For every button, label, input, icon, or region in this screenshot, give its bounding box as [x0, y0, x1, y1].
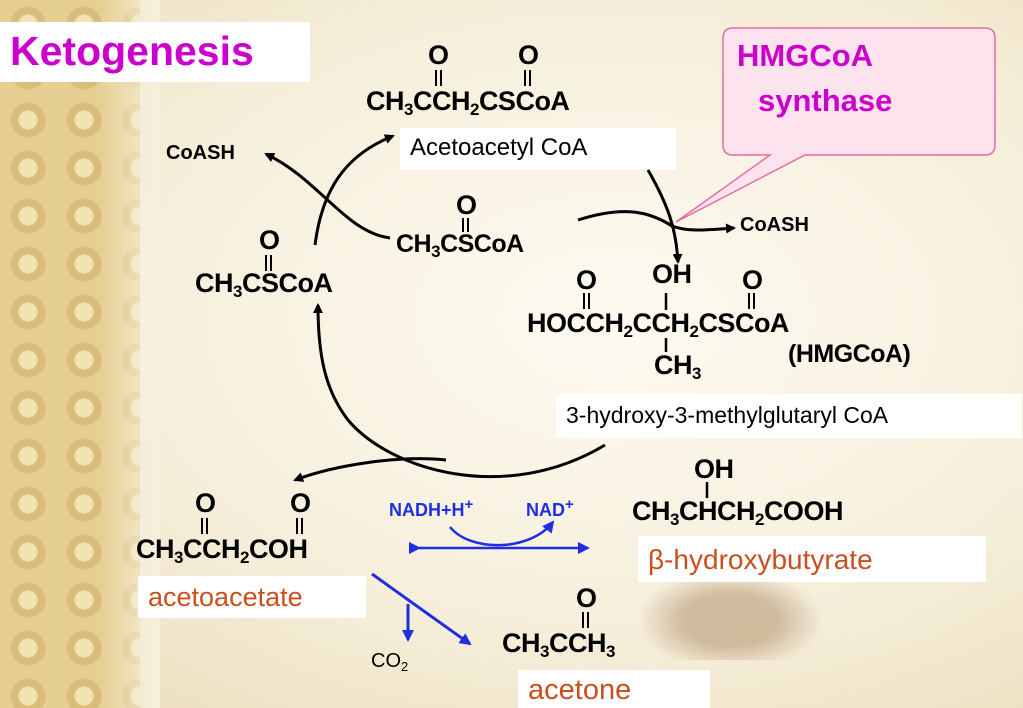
arrow-coash-right: [577, 210, 736, 234]
acetone-label: acetone: [528, 674, 632, 706]
coash-right: CoASH: [740, 214, 809, 236]
co2-label: CO2: [371, 650, 409, 674]
beta-hydroxybutyrate-label-box: [638, 536, 986, 582]
beta-hydroxybutyrate-hydroxyl: OH: [694, 454, 734, 484]
hmgcoa-methyl: CH3: [654, 350, 701, 383]
arrow-acetoacetyl-to-hmgcoa: [646, 169, 683, 264]
acetone-formula: CH3CCH3: [502, 628, 615, 661]
acetoacetate-label: acetoacetate: [148, 582, 303, 612]
acetone-oxygen: O: [576, 583, 597, 613]
hmgcoa-label: 3-hydroxy-3-methylglutaryl CoA: [566, 402, 889, 428]
acetyl-coa-left-oxygen: O: [259, 225, 280, 255]
hmgcoa-label-box: [556, 394, 1022, 438]
title-box: [0, 22, 310, 82]
arrow-hmgcoa-to-acetyl: [313, 303, 606, 479]
beta-hydroxybutyrate-formula: CH3CHCH2COOH: [632, 496, 843, 529]
coash-left: CoASH: [166, 142, 235, 164]
hmgcoa-oxygen-left: O: [576, 265, 597, 295]
arrow-coash-left: [264, 152, 391, 240]
acetoacetyl-coa-label: Acetoacetyl CoA: [410, 134, 588, 161]
enzyme-name-line2: synthase: [758, 83, 893, 118]
arrow-to-acetoacetate: [293, 457, 447, 482]
hmgcoa-abbrev: (HMGCoA): [788, 340, 911, 368]
page-title: Ketogenesis: [10, 28, 254, 74]
acetoacetyl-coa-formula: CH3CCH2CSCoA: [366, 86, 570, 119]
nadh-label: NADH+H+: [389, 496, 474, 520]
acetyl-coa-mid-formula: CH3CSCoA: [396, 230, 524, 261]
hmgcoa-formula: HOCCH2CCH2CSCoA: [527, 308, 789, 341]
acetyl-coa-mid-oxygen: O: [456, 190, 477, 220]
beta-hydroxybutyrate-label: β-hydroxybutyrate: [648, 544, 873, 575]
callout-bubble: [675, 27, 996, 223]
acetone-label-box: [518, 670, 710, 708]
enzyme-name-line1: HMGCoA: [737, 38, 874, 73]
acetoacetate-label-box: [138, 576, 366, 618]
acetoacetate-oxygen-left: O: [195, 488, 216, 518]
arrow-acetoacetate-to-acetone: [371, 572, 472, 646]
acetoacetyl-oxygen-left: O: [428, 40, 449, 70]
arrow-nadh-to-nad: [449, 520, 555, 547]
nad-label: NAD+: [526, 496, 574, 520]
double-bonds: [201, 70, 755, 628]
acetoacetyl-coa-label-box: [400, 128, 676, 170]
arrow-acetyl-to-acetoacetyl: [313, 134, 395, 246]
single-bonds: [664, 293, 709, 498]
acetoacetate-oxygen-right: O: [290, 488, 311, 518]
acetoacetyl-oxygen-right: O: [518, 40, 539, 70]
acetoacetate-formula: CH3CCH2COH: [136, 534, 308, 567]
hmgcoa-hydroxyl: OH: [652, 259, 692, 289]
hmgcoa-oxygen-right: O: [742, 265, 763, 295]
acetyl-coa-left-formula: CH3CSCoA: [195, 268, 333, 301]
